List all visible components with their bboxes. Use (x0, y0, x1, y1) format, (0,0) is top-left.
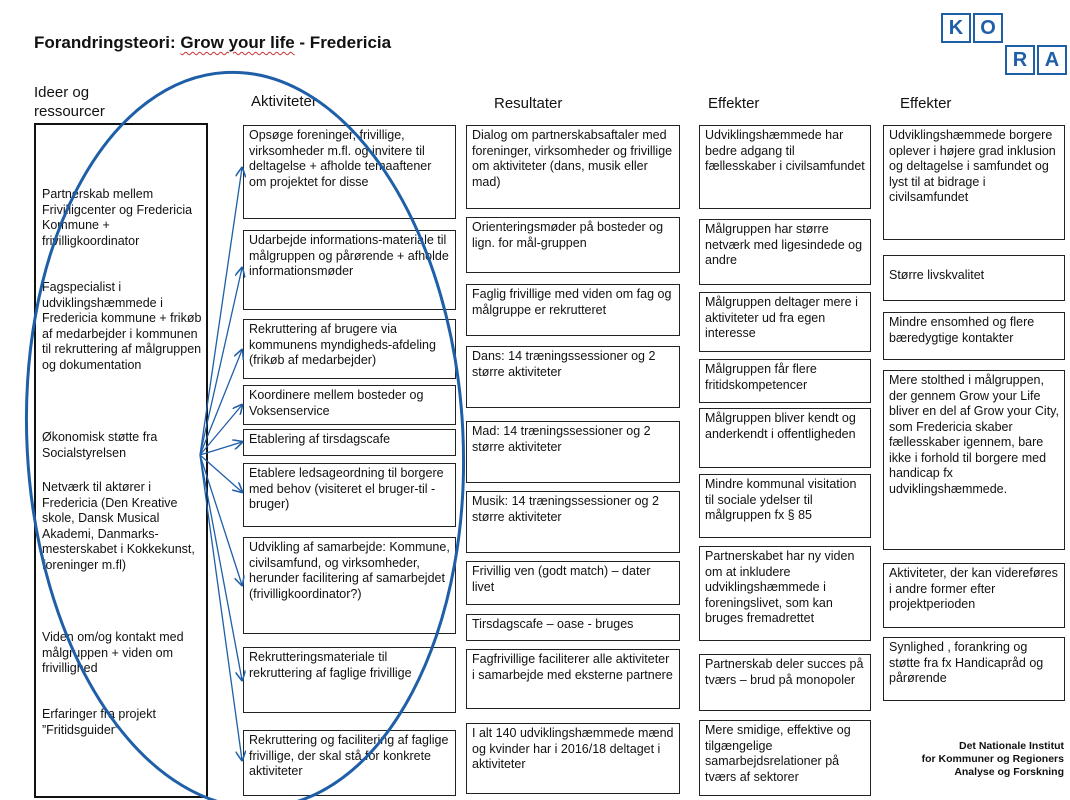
header-resultater: Resultater (494, 95, 563, 112)
aktivitet-box: Udvikling af samarbejde: Kommune, civils… (243, 537, 456, 634)
effekt2-box: Mere stolthed i målgruppen, der gennem G… (883, 370, 1065, 550)
aktivitet-box: Koordinere mellem bosteder og Voksenserv… (243, 385, 456, 425)
resultat-box: Mad: 14 træningssessioner og 2 større ak… (466, 421, 680, 483)
resultat-box: Frivillig ven (godt match) – dater livet (466, 561, 680, 605)
effekt2-box: Mindre ensomhed og flere bæredygtige kon… (883, 312, 1065, 360)
effekt-box: Mere smidige, effektive og tilgængelige … (699, 720, 871, 796)
aktivitet-box: Opsøge foreninger, frivillige, virksomhe… (243, 125, 456, 219)
page-title: Forandringsteori: Grow your life - Frede… (34, 33, 391, 53)
institute-line: for Kommuner og Regioners (921, 753, 1064, 765)
aktivitet-box: Udarbejde informations-materiale til mål… (243, 230, 456, 310)
effekt-box: Udviklingshæmmede har bedre adgang til f… (699, 125, 871, 209)
logo-letter: K (941, 13, 971, 43)
ressource-item: Fagspecialist i udviklingshæmmede i Fred… (42, 280, 202, 372)
resultat-box: I alt 140 udviklingshæmmede mænd og kvin… (466, 723, 680, 794)
resultat-box: Dialog om partnerskabsaftaler med foreni… (466, 125, 680, 209)
effekt-box: Mindre kommunal visitation til sociale y… (699, 474, 871, 538)
effekt-box: Partnerskab deler succes på tværs – brud… (699, 654, 871, 711)
header-ideer: Ideer og ressourcer (34, 83, 105, 121)
effekt2-box: Udviklingshæmmede borgere oplever i høje… (883, 125, 1065, 240)
logo-letter: O (973, 13, 1003, 43)
resultat-box: Fagfrivillige faciliterer alle aktivitet… (466, 649, 680, 709)
effekt-box: Målgruppen deltager mere i aktiviteter u… (699, 292, 871, 352)
effekt-box: Målgruppen har større netværk med ligesi… (699, 219, 871, 285)
effekt2-box: Aktiviteter, der kan videreføres i andre… (883, 563, 1065, 628)
resultat-box: Orienteringsmøder på bosteder og lign. f… (466, 217, 680, 273)
institute-line: Analyse og Forskning (954, 766, 1064, 778)
effekt-box: Partnerskabet har ny viden om at inklude… (699, 546, 871, 641)
header-effekter-1: Effekter (708, 95, 760, 112)
logo-letter: A (1037, 45, 1067, 75)
ressource-item: Viden om/og kontakt med målgruppen + vid… (42, 630, 184, 675)
aktivitet-box: Rekruttering af brugere via kommunens my… (243, 319, 456, 379)
effekt2-box: Synlighed , forankring og støtte fra fx … (883, 637, 1065, 701)
effekt2-box: Større livskvalitet (883, 255, 1065, 301)
resultat-box: Tirsdagscafe – oase - bruges (466, 614, 680, 641)
header-ideer-line2: ressourcer (34, 103, 105, 120)
resultat-box: Faglig frivillige med viden om fag og må… (466, 284, 680, 336)
header-effekter-2: Effekter (900, 95, 952, 112)
ressource-item: Netværk til aktører i Fredericia (Den Kr… (42, 480, 195, 572)
institute-name: Det Nationale Institut for Kommuner og R… (922, 740, 1064, 779)
aktivitet-box: Rekrutteringsmateriale til rekruttering … (243, 647, 456, 713)
effekt-box: Målgruppen får flere fritidskompetencer (699, 359, 871, 403)
resultat-box: Musik: 14 træningssessioner og 2 større … (466, 491, 680, 553)
title-highlight: Grow your life (180, 33, 295, 52)
institute-line: Det Nationale Institut (958, 740, 1064, 752)
ressource-item: Erfaringer fra projekt ”Fritidsguider” (42, 707, 156, 737)
title-suffix: - Fredericia (294, 33, 392, 52)
title-prefix: Forandringsteori: (34, 33, 181, 52)
aktivitet-box: Etablering af tirsdagscafe (243, 429, 456, 456)
ressource-item: Økonomisk støtte fra Socialstyrelsen (42, 430, 158, 460)
resultat-box: Dans: 14 træningssessioner og 2 større a… (466, 346, 680, 408)
aktivitet-box: Etablere ledsageordning til borgere med … (243, 463, 456, 527)
logo-letter: R (1005, 45, 1035, 75)
header-ideer-line1: Ideer og (34, 84, 90, 101)
ressource-item: Partnerskab mellem Frivilligcenter og Fr… (42, 187, 193, 248)
header-aktiviteter: Aktiviteter (251, 93, 317, 110)
ressourcer-box: Partnerskab mellem Frivilligcenter og Fr… (34, 123, 208, 798)
effekt-box: Målgruppen bliver kendt og anderkendt i … (699, 408, 871, 468)
aktivitet-box: Rekruttering og facilitering af faglige … (243, 730, 456, 796)
